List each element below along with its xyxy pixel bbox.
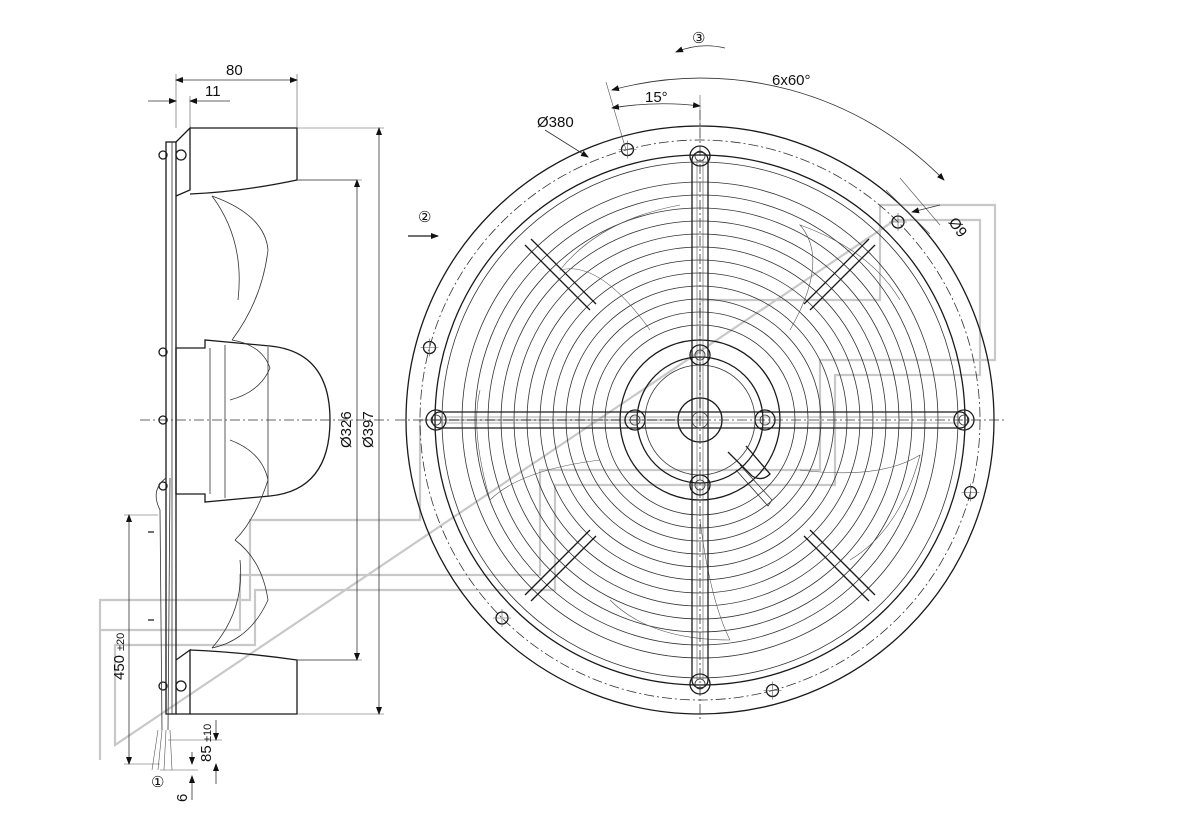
dim-gap-6: 6	[174, 794, 191, 802]
guard-struts	[524, 238, 876, 602]
plate-bolt-upper	[158, 347, 168, 357]
dim-dia-380: Ø380	[537, 114, 574, 131]
dim-strip-85-tol: ±10	[202, 724, 214, 742]
dim-strip-85: 85	[198, 745, 215, 762]
dim-dia-326: Ø326	[338, 411, 355, 448]
callout-cable: ①	[151, 774, 164, 791]
front-view	[395, 110, 1005, 720]
side-view-dimensions: 80 11 Ø326 Ø397 450 ±20 85 ±10 6 ①	[111, 62, 384, 802]
plate-bolt-top	[158, 149, 187, 161]
impeller-blades	[476, 204, 921, 641]
callout-rotation: ③	[692, 30, 705, 47]
dim-cable-450: 450	[111, 655, 128, 680]
dim-angle-15: 15°	[645, 89, 668, 106]
dim-width-80: 80	[226, 62, 243, 79]
dim-offset-11: 11	[205, 83, 221, 100]
dim-cable-450-tol: ±20	[115, 633, 127, 651]
front-view-dimensions: Ø380 15° 6x60° Ø9 ③ ②	[408, 30, 970, 241]
dim-hole-dia-9: Ø9	[945, 215, 970, 241]
watermark	[98, 203, 997, 760]
callout-airflow: ②	[418, 209, 431, 226]
plate-bolt-bottom	[158, 680, 187, 692]
dim-dia-397: Ø397	[360, 411, 377, 448]
dim-pattern-6x60: 6x60°	[772, 72, 811, 89]
side-view	[140, 126, 390, 771]
